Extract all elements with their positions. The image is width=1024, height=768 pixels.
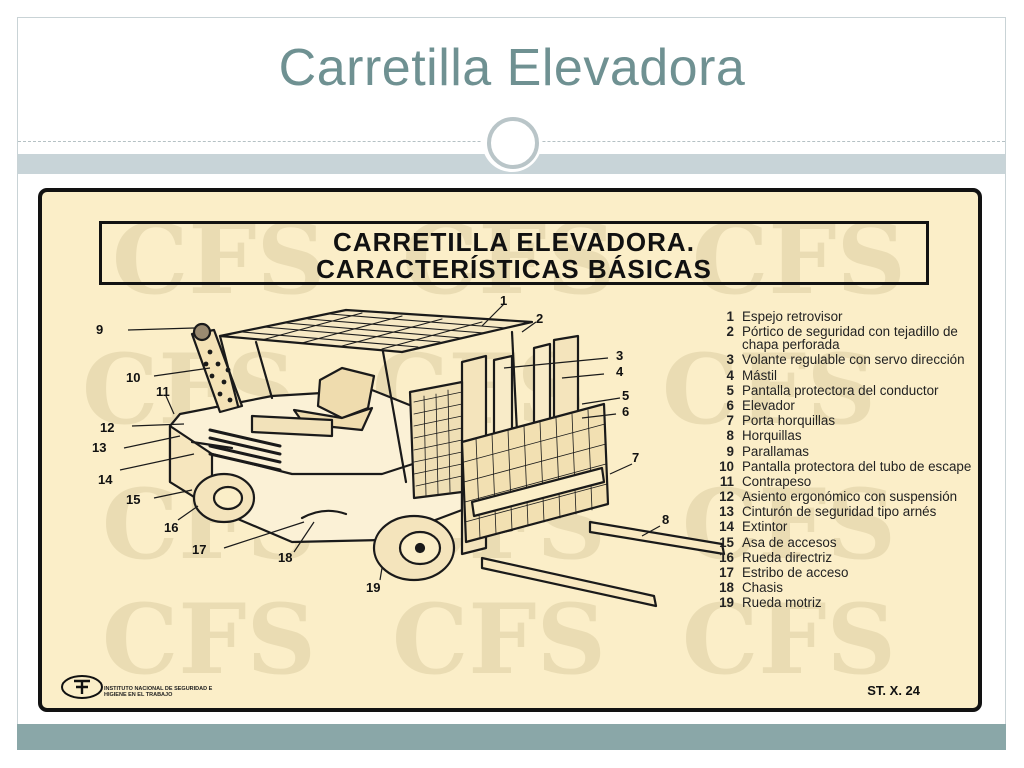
callout-15: 15 bbox=[126, 492, 140, 507]
legend-item: 2 Pórtico de seguridad con tejadillo de c… bbox=[706, 325, 976, 351]
legend-number: 10 bbox=[719, 458, 734, 474]
callout-14: 14 bbox=[98, 472, 113, 487]
callout-10: 10 bbox=[126, 370, 140, 385]
legend-item: 19 Rueda motriz bbox=[706, 596, 976, 609]
legend-text: Pórtico de seguridad con tejadillo de ch… bbox=[742, 324, 958, 353]
legend-text: Extintor bbox=[742, 519, 788, 535]
callout-18: 18 bbox=[278, 550, 292, 565]
legend-text: Rueda motriz bbox=[742, 595, 822, 611]
poster-reference: ST. X. 24 bbox=[867, 683, 920, 698]
legend-text: Asiento ergonómico con suspensión bbox=[742, 489, 958, 505]
legend-text: Espejo retrovisor bbox=[742, 309, 843, 324]
legend-text: Contrapeso bbox=[742, 473, 812, 489]
legend-text: Chasis bbox=[742, 580, 783, 596]
legend-text: Pantalla protectora del tubo de escape bbox=[742, 458, 972, 474]
callout-5: 5 bbox=[622, 388, 629, 403]
legend-item: 1 Espejo retrovisor bbox=[706, 310, 976, 323]
legend-number: 1 bbox=[726, 309, 734, 324]
slide-title: Carretilla Elevadora bbox=[278, 39, 746, 97]
legend-item: 18 Chasis bbox=[706, 581, 976, 594]
legend-item: 9 Parallamas bbox=[706, 443, 976, 459]
footer-band bbox=[17, 724, 1006, 750]
legend-number: 2 bbox=[726, 324, 734, 340]
legend-number: 13 bbox=[719, 504, 734, 520]
ornament-ring bbox=[487, 117, 539, 169]
callout-4: 4 bbox=[616, 364, 624, 379]
forklift-diagram: 1 2 3 4 5 6 7 8 9 10 11 12 13 14 15 16 1… bbox=[92, 293, 726, 608]
legend-text: Elevador bbox=[742, 397, 795, 413]
callout-13: 13 bbox=[92, 440, 106, 455]
legend-item: 14 Extintor bbox=[706, 520, 976, 533]
watermark-logo: CFS bbox=[102, 583, 316, 696]
legend-text: Asa de accesos bbox=[742, 534, 837, 550]
legend-item: 11 Contrapeso bbox=[706, 475, 976, 488]
parts-legend: 1 Espejo retrovisor 2 Pórtico de seguridad … bbox=[706, 310, 976, 612]
legend-number: 3 bbox=[726, 352, 734, 368]
legend-number: 16 bbox=[719, 549, 734, 565]
callout-7: 7 bbox=[632, 450, 639, 465]
callout-12: 12 bbox=[100, 420, 114, 435]
callout-17: 17 bbox=[192, 542, 206, 557]
legend-number: 11 bbox=[719, 473, 734, 489]
watermark-logo: CFS bbox=[692, 203, 906, 316]
legend-number: 7 bbox=[726, 413, 734, 429]
poster-title-box: CARRETILLA ELEVADORA. CARACTERÍSTICAS BÁ… bbox=[99, 221, 929, 285]
watermark-logo: CFS bbox=[682, 468, 896, 581]
callout-16: 16 bbox=[164, 520, 178, 535]
legend-item: 8 Horquillas bbox=[706, 429, 976, 442]
legend-text: Cinturón de seguridad tipo arnés bbox=[742, 504, 937, 520]
callout-8: 8 bbox=[662, 512, 669, 527]
callout-9: 9 bbox=[96, 322, 103, 337]
watermark-logo: CFS bbox=[662, 333, 876, 446]
callout-6: 6 bbox=[622, 404, 629, 419]
callout-11: 11 bbox=[156, 384, 170, 399]
legend-number: 9 bbox=[726, 443, 734, 459]
legend-number: 12 bbox=[719, 489, 734, 505]
callout-1: 1 bbox=[500, 293, 507, 308]
legend-item: 13 Cinturón de seguridad tipo arnés bbox=[706, 505, 976, 518]
legend-text: Estribo de acceso bbox=[742, 565, 849, 580]
legend-number: 15 bbox=[719, 534, 734, 550]
institute-name: INSTITUTO NACIONAL DE SEGURIDAD E HIGIEN… bbox=[104, 686, 213, 698]
legend-number: 17 bbox=[719, 565, 734, 580]
legend-item: 3 Volante regulable con servo dirección bbox=[706, 353, 976, 366]
callout-3: 3 bbox=[616, 348, 623, 363]
legend-item: 6 Elevador bbox=[706, 399, 976, 412]
callout-19: 19 bbox=[366, 580, 380, 595]
legend-item: 12 Asiento ergonómico con suspensión bbox=[706, 490, 976, 503]
legend-text: Pantalla protectora del conductor bbox=[742, 382, 939, 398]
legend-text: Parallamas bbox=[742, 443, 809, 459]
legend-item: 10 Pantalla protectora del tubo de escape bbox=[706, 458, 976, 474]
legend-item: 15 Asa de accesos bbox=[706, 534, 976, 550]
legend-item: 5 Pantalla protectora del conductor bbox=[706, 384, 976, 397]
legend-number: 6 bbox=[726, 397, 734, 413]
legend-number: 8 bbox=[726, 428, 734, 444]
legend-number: 18 bbox=[719, 580, 734, 596]
legend-item: 7 Porta horquillas bbox=[706, 414, 976, 427]
legend-item: 17 Estribo de acceso bbox=[706, 566, 976, 579]
watermark-logo: CFS bbox=[392, 583, 606, 696]
legend-text: Porta horquillas bbox=[742, 413, 836, 429]
poster-title-line-2: CARACTERÍSTICAS BÁSICAS bbox=[316, 254, 712, 284]
legend-number: 14 bbox=[719, 519, 734, 535]
watermark-logo: CFS bbox=[682, 583, 896, 696]
legend-item: 16 Rueda directriz bbox=[706, 551, 976, 564]
legend-text: Mástil bbox=[742, 367, 777, 383]
legend-number: 5 bbox=[726, 382, 734, 398]
callout-2: 2 bbox=[536, 311, 543, 326]
institute-logo-icon bbox=[61, 675, 103, 699]
legend-item: 4 Mástil bbox=[706, 367, 976, 383]
poster-title-line-1: CARRETILLA ELEVADORA. bbox=[333, 227, 695, 257]
legend-text: Horquillas bbox=[742, 428, 802, 444]
legend-text: Volante regulable con servo dirección bbox=[742, 352, 965, 368]
watermark-logo: CFS bbox=[112, 203, 326, 316]
legend-number: 19 bbox=[719, 595, 734, 611]
legend-text: Rueda directriz bbox=[742, 549, 833, 565]
safety-poster: CFS CFS CFS CFS CFS CFS CFS CFS CFS CFS … bbox=[38, 188, 982, 712]
legend-number: 4 bbox=[726, 367, 734, 383]
watermark-logo: CFS bbox=[402, 203, 616, 316]
